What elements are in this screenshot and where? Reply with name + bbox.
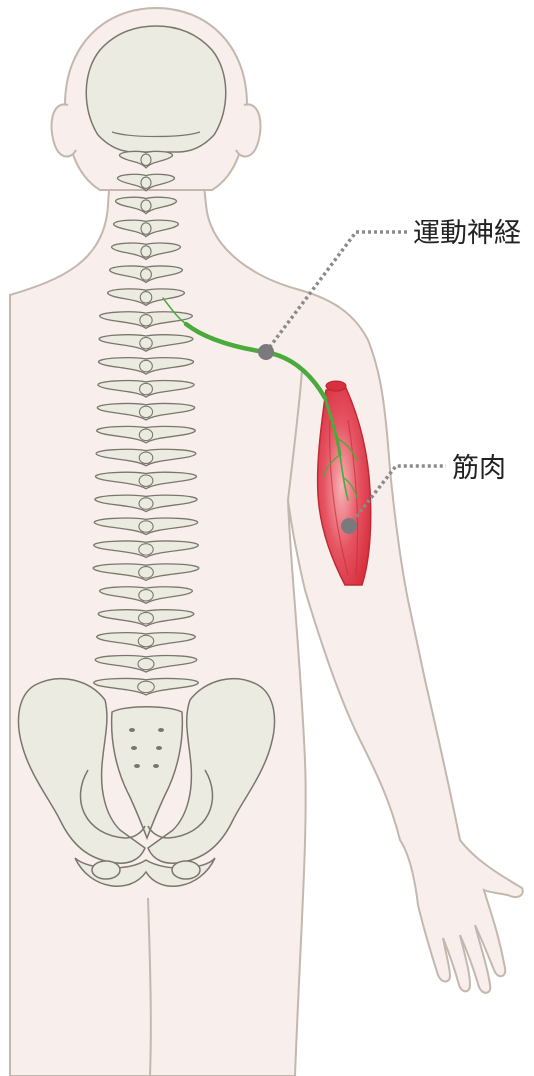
torso-and-arm: [10, 175, 523, 1076]
body-silhouette: [10, 8, 523, 1076]
muscle-pointer-dot: [341, 518, 357, 534]
skull: [86, 26, 226, 152]
motor-nerve-label: 運動神経: [413, 220, 521, 247]
muscle-label: 筋肉: [452, 455, 506, 482]
nerve-pointer-dot: [258, 344, 274, 360]
